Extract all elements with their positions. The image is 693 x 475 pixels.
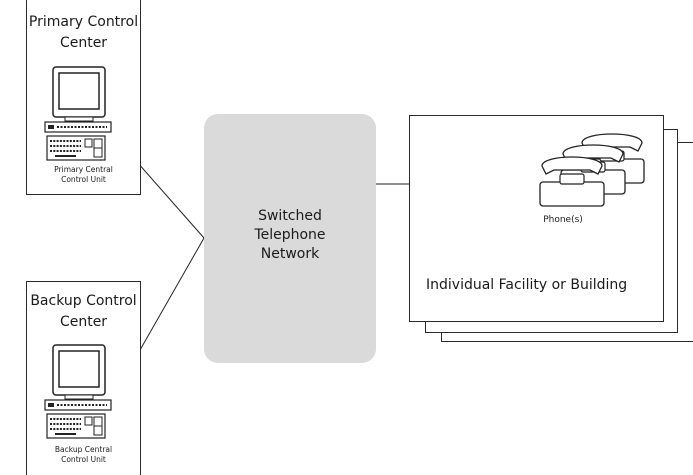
backup-unit-label: Backup Central Control Unit: [54, 445, 113, 464]
primary-center-title: Primary Control Center: [28, 14, 139, 51]
computer-workstation-icon: [44, 344, 112, 439]
facility-label: Individual Facility or Building: [426, 277, 628, 293]
network-label: Switched Telephone Network: [254, 208, 326, 262]
backup-control-center: Backup Control Center Backup Central Con…: [26, 281, 141, 475]
telephone-icon: [539, 156, 605, 207]
primary-unit-label: Primary Central Control Unit: [54, 165, 113, 184]
phones-label: Phone(s): [543, 215, 583, 225]
facility-box-front: Individual Facility or Building: [409, 115, 664, 322]
primary-control-center: Primary Control Center Primary Central C…: [26, 0, 141, 195]
backup-center-title: Backup Control Center: [30, 293, 137, 330]
switched-telephone-network: Switched Telephone Network: [204, 114, 376, 363]
computer-workstation-icon: [44, 66, 112, 161]
